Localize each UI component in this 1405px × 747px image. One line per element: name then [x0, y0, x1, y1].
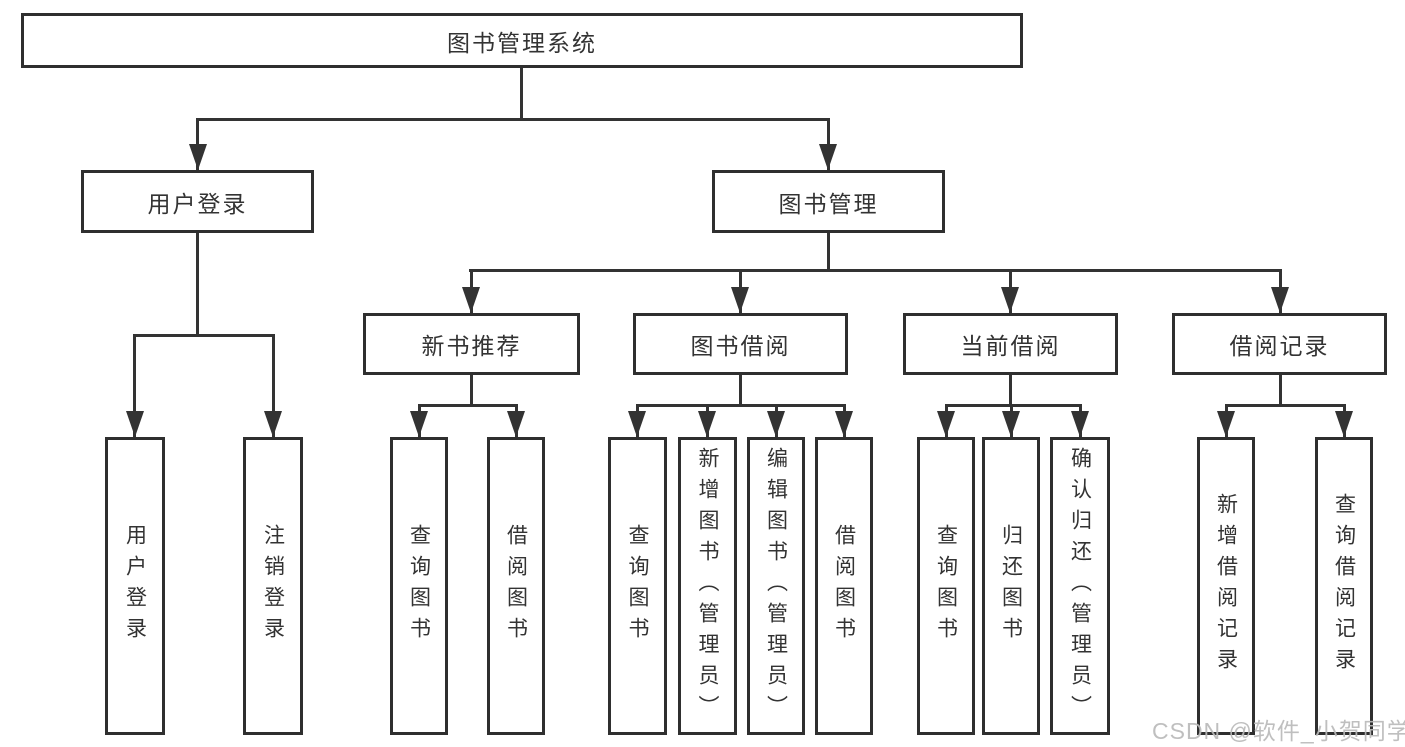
node-book-borrow-label: 图书借阅 [690, 333, 791, 359]
arrowhead-icon [628, 411, 646, 437]
node-borrow-records-label: 借阅记录 [1229, 333, 1330, 359]
leaf-current-query: 查询图书 [917, 437, 975, 735]
node-new-book-recommend: 新书推荐 [363, 313, 580, 375]
arrowhead-icon [819, 144, 837, 170]
arrowhead-icon [1001, 287, 1019, 313]
leaf-borrow-add-admin: 新增图书（管理员） [678, 437, 737, 735]
node-book-borrow: 图书借阅 [633, 313, 848, 375]
connector-rail [945, 404, 1082, 407]
connector-stem [133, 334, 136, 437]
leaf-new-books-borrow: 借阅图书 [487, 437, 545, 735]
arrowhead-icon [1335, 411, 1353, 437]
connector-rail [469, 269, 1282, 272]
node-root: 图书管理系统 [21, 13, 1023, 68]
leaf-records-query-label: 查询借阅记录 [1332, 493, 1356, 679]
arrowhead-icon [1217, 411, 1235, 437]
connector-rail [1225, 404, 1346, 407]
leaf-current-confirm-return-admin: 确认归还（管理员） [1050, 437, 1110, 735]
arrowhead-icon [937, 411, 955, 437]
connector-rail [133, 334, 275, 337]
leaf-records-add-label: 新增借阅记录 [1214, 493, 1238, 679]
connector-stem [739, 375, 742, 407]
leaf-borrow-edit-admin: 编辑图书（管理员） [747, 437, 805, 735]
arrowhead-icon [698, 411, 716, 437]
leaf-borrow-borrow-label: 借阅图书 [832, 524, 856, 648]
node-new-book-recommend-label: 新书推荐 [421, 333, 522, 359]
leaf-borrow-query: 查询图书 [608, 437, 667, 735]
arrowhead-icon [507, 411, 525, 437]
leaf-current-confirm-return-admin-label: 确认归还（管理员） [1068, 446, 1092, 726]
arrowhead-icon [835, 411, 853, 437]
leaf-new-books-query: 查询图书 [390, 437, 448, 735]
leaf-user-login: 用户登录 [105, 437, 165, 735]
leaf-borrow-edit-admin-label: 编辑图书（管理员） [764, 446, 788, 726]
leaf-borrow-query-label: 查询图书 [626, 524, 649, 648]
connector-rail [636, 404, 846, 407]
arrowhead-icon [1002, 411, 1020, 437]
arrowhead-icon [126, 411, 144, 437]
leaf-logout: 注销登录 [243, 437, 303, 735]
connector-stem [1279, 375, 1282, 407]
node-current-borrow-label: 当前借阅 [960, 333, 1061, 359]
node-user-login: 用户登录 [81, 170, 314, 233]
arrowhead-icon [1071, 411, 1089, 437]
connector-stem [520, 68, 523, 121]
leaf-records-add: 新增借阅记录 [1197, 437, 1255, 735]
node-book-management-label: 图书管理 [778, 190, 879, 217]
node-root-label: 图书管理系统 [447, 29, 597, 56]
connector-rail [196, 118, 830, 121]
csdn-watermark: CSDN @软件_小贺同学 [1152, 718, 1405, 744]
connector-stem [196, 233, 199, 337]
connector-stem [827, 233, 830, 272]
leaf-borrow-add-admin-label: 新增图书（管理员） [696, 446, 719, 726]
leaf-current-return-label: 归还图书 [999, 524, 1023, 648]
arrowhead-icon [1271, 287, 1289, 313]
leaf-current-query-label: 查询图书 [934, 524, 958, 648]
arrowhead-icon [767, 411, 785, 437]
leaf-new-books-borrow-label: 借阅图书 [504, 524, 528, 648]
leaf-logout-label: 注销登录 [261, 524, 285, 648]
connector-stem [470, 375, 473, 407]
leaf-current-return: 归还图书 [982, 437, 1040, 735]
connector-stem [1009, 375, 1012, 407]
leaf-user-login-label: 用户登录 [123, 524, 147, 648]
node-user-login-label: 用户登录 [147, 190, 248, 217]
node-current-borrow: 当前借阅 [903, 313, 1118, 375]
leaf-records-query: 查询借阅记录 [1315, 437, 1373, 735]
arrowhead-icon [462, 287, 480, 313]
leaf-borrow-borrow: 借阅图书 [815, 437, 873, 735]
arrowhead-icon [410, 411, 428, 437]
node-borrow-records: 借阅记录 [1172, 313, 1387, 375]
arrowhead-icon [189, 144, 207, 170]
leaf-new-books-query-label: 查询图书 [407, 524, 431, 648]
arrowhead-icon [264, 411, 282, 437]
node-book-management: 图书管理 [712, 170, 945, 233]
connector-stem [272, 334, 275, 437]
arrowhead-icon [731, 287, 749, 313]
connector-rail [418, 404, 518, 407]
